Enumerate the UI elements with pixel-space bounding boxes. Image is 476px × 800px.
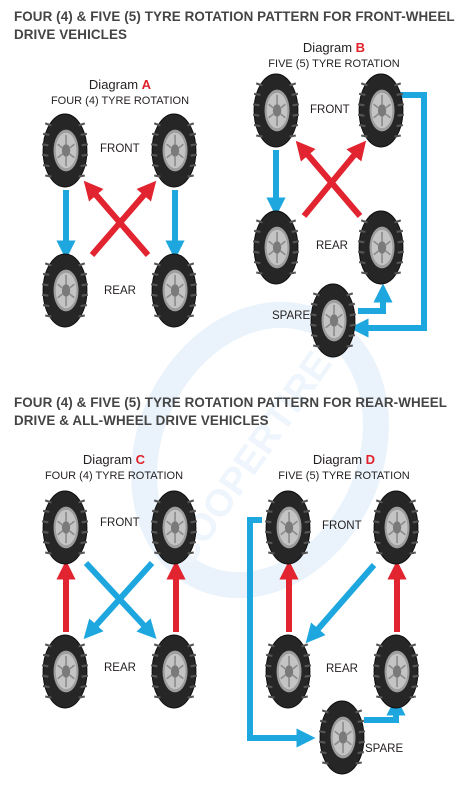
diagram-b-arrow-rear-left-to-front-right [301, 140, 367, 218]
diagram-a-subtitle: FOUR (4) TYRE ROTATION [50, 95, 190, 107]
diagram-b-rear-label: REAR [316, 240, 348, 252]
diagram-b-arrow-spare-to-rear-right [358, 283, 393, 314]
diagram-a-rear-left-tire-icon [41, 253, 89, 328]
diagram-b-subtitle: FIVE (5) TYRE ROTATION [268, 58, 400, 70]
diagram-d-front-right-tire-icon [372, 490, 420, 565]
diagram-b-spare-label: SPARE [272, 310, 311, 322]
diagram-c-rear-right-tire-icon [150, 634, 198, 709]
diagram-c-front-right-tire-icon [150, 490, 198, 565]
diagram-d-title: Diagram D [312, 452, 376, 467]
diagram-c-rear-label: REAR [104, 662, 136, 674]
diagram-d-arrow-front-left-to-spare [247, 517, 316, 748]
diagram-a-front-right-tire-icon [150, 113, 198, 188]
diagram-b-rear-right-tire-icon [357, 210, 405, 285]
diagram-b-front-right-tire-icon [357, 73, 405, 148]
diagram-d-front-left-tire-icon [264, 490, 312, 565]
diagram-a-title: Diagram A [88, 77, 152, 92]
diagram-b-rear-left-tire-icon [252, 210, 300, 285]
diagram-a-rear-right-tire-icon [150, 253, 198, 328]
diagram-d-subtitle: FIVE (5) TYRE ROTATION [278, 470, 410, 482]
diagram-c-front-left-tire-icon [41, 490, 89, 565]
diagram-c-arrow-front-right-to-rear-left [83, 560, 155, 640]
diagram-d-arrows [247, 517, 407, 748]
diagram-a-front-left-tire-icon [41, 113, 89, 188]
diagram-c-title: Diagram C [82, 452, 146, 467]
diagram-b-front-left-tire-icon [252, 73, 300, 148]
section-title-front-wheel: FOUR (4) & FIVE (5) TYRE ROTATION PATTER… [14, 9, 455, 42]
diagram-b-arrow-front-right-to-spare [349, 92, 427, 338]
diagram-b-title: Diagram B [302, 40, 366, 55]
diagram-a-arrows [56, 180, 185, 260]
diagram-a-front-label: FRONT [100, 143, 140, 155]
section-title-rear-wheel: FOUR (4) & FIVE (5) TYRE ROTATION PATTER… [14, 395, 447, 428]
diagram-d-spare-tire-icon [318, 700, 366, 775]
diagram-c-subtitle: FOUR (4) TYRE ROTATION [44, 470, 184, 482]
diagram-a-arrow-rear-left-to-front-right [89, 180, 157, 257]
diagram-c-front-label: FRONT [100, 517, 140, 529]
diagram-c-rear-left-tire-icon [41, 634, 89, 709]
diagram-d-spare-label: SPARE [365, 743, 404, 755]
diagram-d-rear-right-tire-icon [372, 634, 420, 709]
diagram-a-rear-label: REAR [104, 285, 136, 297]
diagram-b-arrows [266, 92, 427, 338]
diagram-d-arrow-front-right-to-rear-left [305, 563, 377, 644]
diagram-d-arrow-spare-to-rear-right [364, 696, 406, 723]
diagram-d-rear-left-tire-icon [264, 634, 312, 709]
diagram-d-front-label: FRONT [322, 520, 362, 532]
diagram-c-arrows [56, 560, 186, 640]
diagram-b-front-label: FRONT [310, 104, 350, 116]
diagram-b-spare-tire-icon [309, 283, 357, 358]
diagram-d-rear-label: REAR [326, 663, 358, 675]
